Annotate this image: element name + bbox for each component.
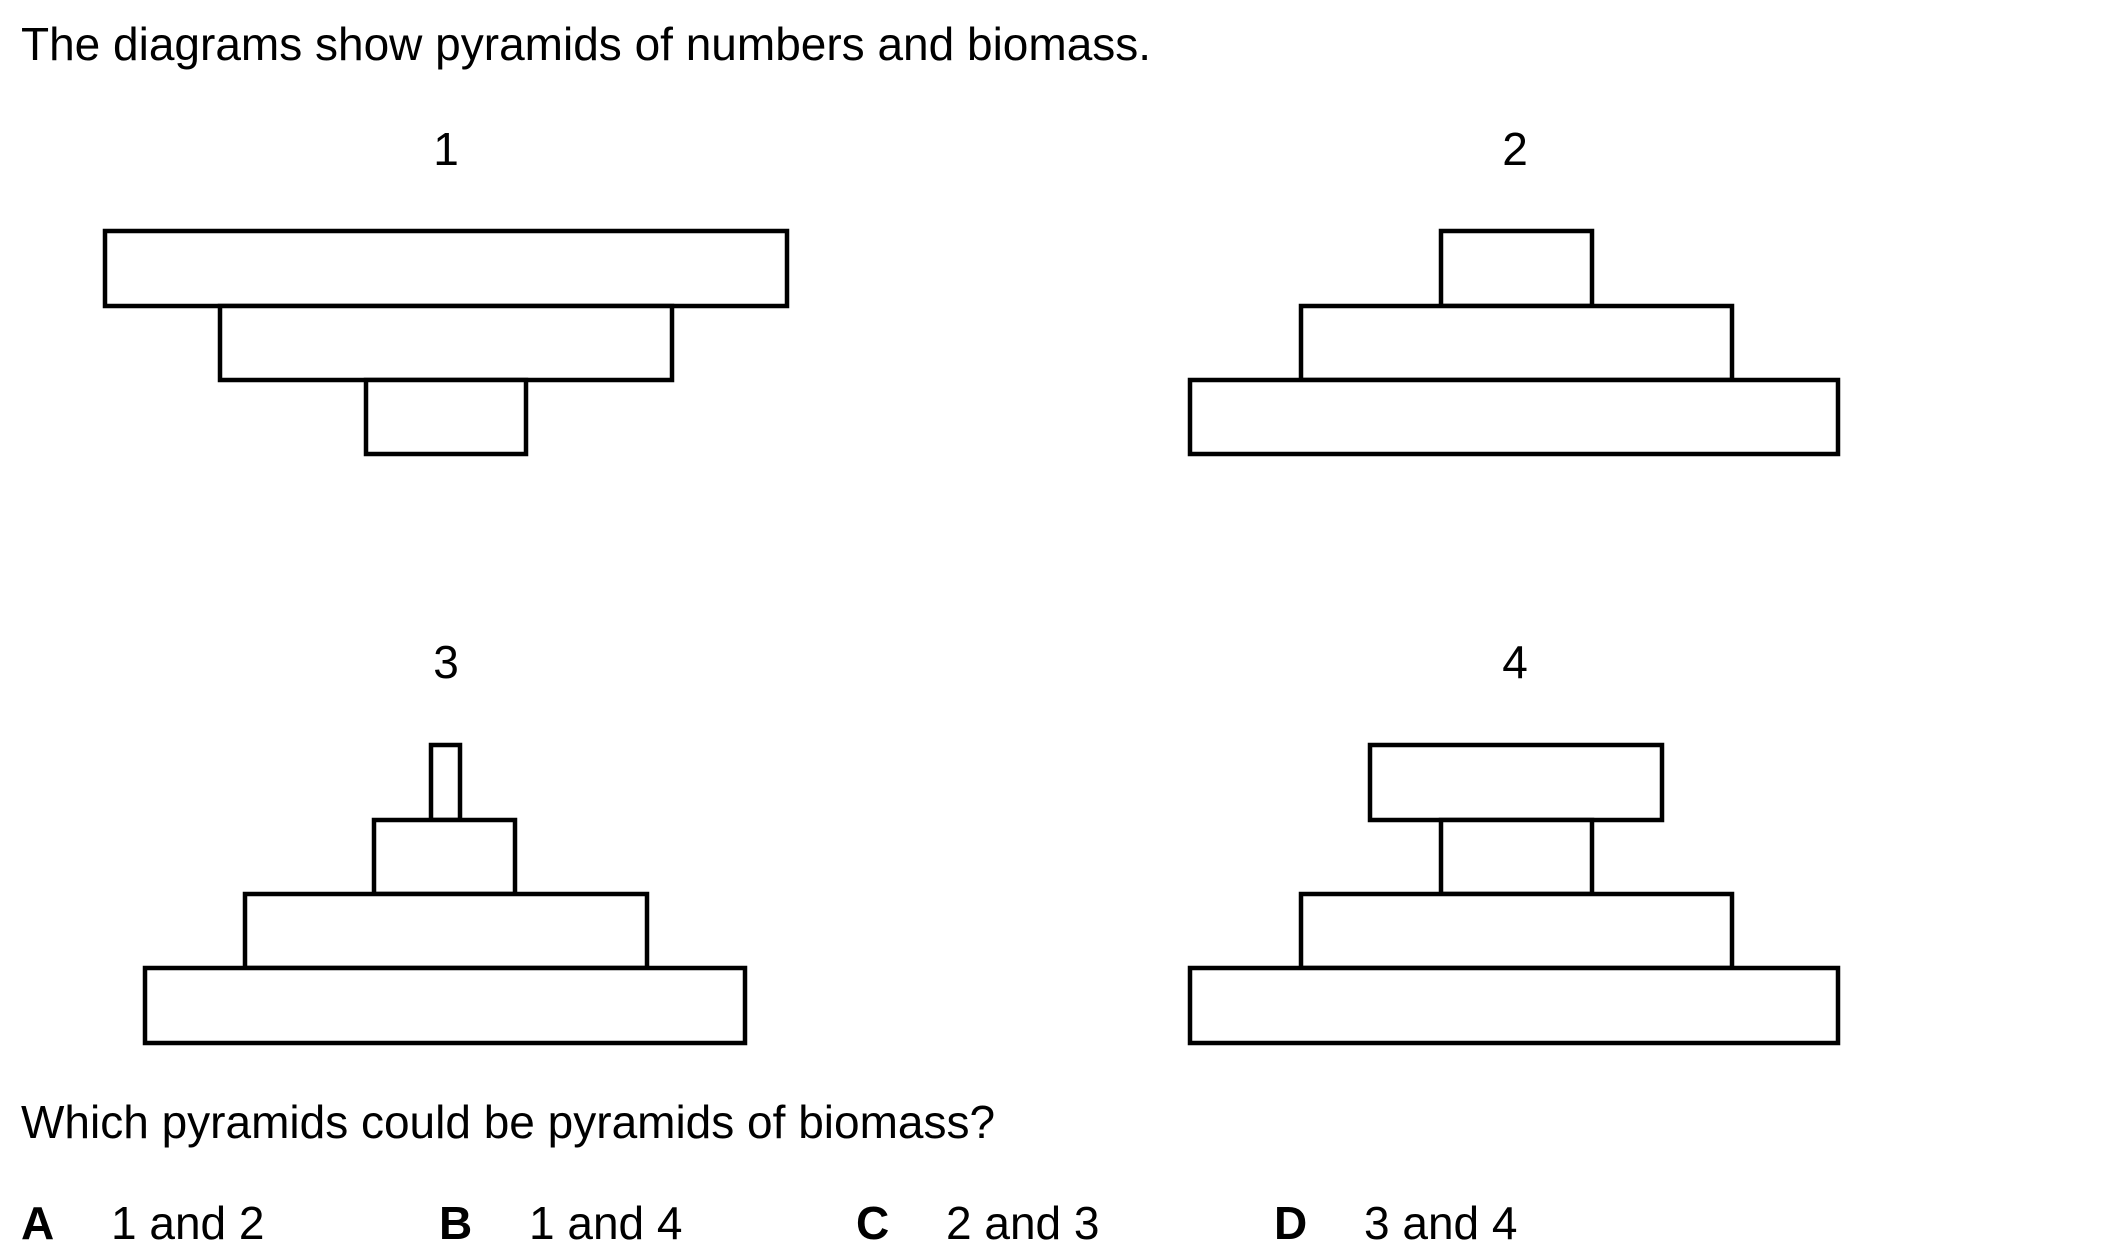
pyramid-3-level-base <box>142 965 748 1046</box>
pyramid-3-level-lower <box>242 891 650 971</box>
pyramid-2-level-base <box>1187 377 1841 457</box>
pyramid-1-level-2 <box>217 303 675 383</box>
pyramid-4-level-upper <box>1438 817 1595 897</box>
pyramid-1-level-1 <box>102 228 790 309</box>
pyramid-3: 3 <box>142 636 748 1046</box>
pyramid-3-level-upper <box>371 817 518 897</box>
option-text: 2 and 3 <box>946 1197 1100 1249</box>
pyramid-1-label: 1 <box>433 123 459 175</box>
pyramid-4-label: 4 <box>1502 636 1528 688</box>
pyramid-2-level-middle <box>1298 303 1735 383</box>
question-text: Which pyramids could be pyramids of biom… <box>21 1096 996 1148</box>
pyramid-2-label: 2 <box>1502 123 1528 175</box>
option-letter: C <box>856 1197 890 1249</box>
pyramid-1-level-3 <box>363 377 529 457</box>
option-text: 3 and 4 <box>1364 1197 1518 1249</box>
option-letter: D <box>1274 1197 1308 1249</box>
option-text: 1 and 4 <box>529 1197 683 1249</box>
option-text: 1 and 2 <box>111 1197 265 1249</box>
pyramid-4-level-top <box>1367 742 1665 823</box>
option-letter: B <box>439 1197 473 1249</box>
pyramid-4: 4 <box>1187 636 1841 1046</box>
pyramid-1: 1 <box>102 123 790 457</box>
intro-text: The diagrams show pyramids of numbers an… <box>21 18 1152 70</box>
option-letter: A <box>21 1197 55 1249</box>
pyramid-4-level-base <box>1187 965 1841 1046</box>
pyramid-3-label: 3 <box>433 636 459 688</box>
pyramid-3-level-top <box>428 742 463 823</box>
answer-options: A 1 and 2 B 1 and 4 C 2 and 3 D 3 and 4 <box>0 1193 2101 1253</box>
pyramid-4-level-lower <box>1298 891 1735 971</box>
pyramid-2: 2 <box>1187 123 1841 457</box>
pyramid-2-level-top <box>1438 228 1595 309</box>
